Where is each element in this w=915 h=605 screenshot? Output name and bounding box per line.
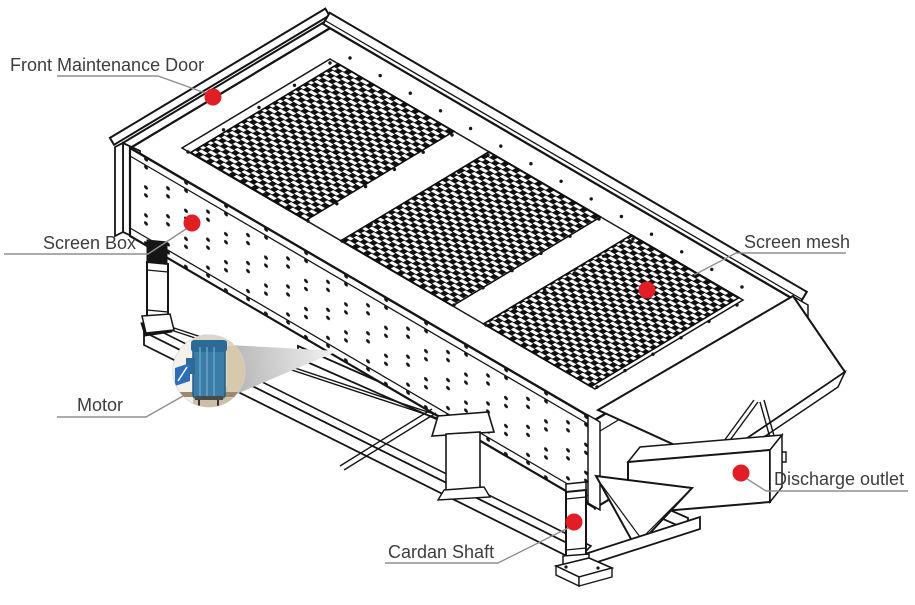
screen-mesh-panels: [188, 62, 741, 388]
bolt-dot: [421, 150, 425, 154]
bolt-dot: [595, 385, 599, 389]
bolt-dot: [257, 105, 261, 110]
marker-discharge-outlet: [732, 464, 750, 482]
label-cardan-shaft: Cardan Shaft: [388, 542, 494, 562]
part-markers: [183, 88, 750, 531]
bolt-dot: [529, 162, 533, 166]
cardan-shaft-left: [141, 239, 175, 334]
bolt-dot: [340, 239, 344, 243]
bolt-dot: [499, 144, 503, 148]
bolt-dot: [450, 133, 454, 137]
bolt-dot: [369, 222, 373, 226]
bolt-dot: [457, 170, 461, 174]
bolt-dot: [601, 254, 606, 258]
deck-bolt-dots: [186, 56, 744, 389]
deck-inner-frame: [180, 58, 745, 390]
corner-post: [587, 413, 601, 512]
marker-cardan-shaft: [565, 513, 583, 531]
bolt-dot: [680, 250, 684, 254]
marker-screen-box: [183, 214, 201, 232]
bolt-dot: [438, 109, 443, 113]
bolt-dot: [292, 83, 297, 88]
bolt-dot: [651, 352, 655, 356]
bolt-dot: [348, 56, 352, 60]
bolt-dot: [186, 150, 190, 154]
leader-motor: [57, 395, 184, 418]
bolt-dot: [510, 268, 514, 273]
bolt-dot: [378, 73, 382, 78]
bolt-dot: [589, 197, 593, 201]
bolt-dot: [398, 204, 403, 209]
leader-screen-box: [4, 226, 190, 255]
bolt-dot: [597, 217, 601, 221]
bolt-dot: [543, 288, 547, 293]
leader-screen-mesh: [693, 252, 846, 276]
bolt-dot: [572, 271, 576, 276]
label-front-maintenance-door: Front Maintenance Door: [10, 55, 204, 75]
bolt-dot: [408, 91, 412, 95]
motor-body: [192, 343, 226, 399]
bolt-dot: [559, 179, 563, 183]
leader-cardan-shaft: [385, 527, 569, 564]
bolt-dot: [306, 219, 310, 223]
bolt-dot: [623, 368, 627, 373]
center-pedestal: [430, 411, 496, 501]
bolt-dot: [707, 319, 711, 324]
bolt-dot: [221, 128, 226, 132]
label-screen-mesh: Screen mesh: [744, 232, 850, 252]
leader-front-maintenance-door: [57, 75, 212, 96]
bolt-dot: [335, 202, 339, 206]
bolt-dot: [513, 306, 518, 310]
bolt-dot: [484, 323, 488, 327]
bolt-dot: [679, 336, 683, 340]
bolt-dot: [740, 285, 744, 289]
callout-cone: [230, 345, 338, 395]
label-motor: Motor: [77, 395, 123, 415]
annotations: Front Maintenance Door Screen Box Screen…: [4, 55, 908, 564]
bolt-dot: [468, 126, 473, 131]
bolt-dot: [710, 267, 714, 272]
motor-cap: [191, 340, 227, 352]
bolt-dot: [392, 167, 397, 172]
bolt-dot: [539, 251, 543, 256]
bolt-dot: [649, 232, 654, 236]
cardan-shaft-foot: [553, 557, 615, 588]
screen-mesh-panel-1: [188, 62, 456, 222]
bolt-dot: [568, 234, 572, 238]
hopper-funnel-bottom: [594, 474, 695, 550]
bolt-dot: [631, 237, 635, 241]
bolt-dot: [619, 214, 624, 219]
screen-mesh-panel-2: [339, 150, 602, 307]
marker-front-maintenance-door: [204, 88, 222, 106]
bolt-dot: [481, 286, 485, 290]
discharge-hopper: [594, 294, 847, 550]
label-discharge-outlet: Discharge outlet: [774, 469, 904, 489]
label-screen-box: Screen Box: [43, 233, 136, 253]
leader-discharge-outlet: [743, 476, 908, 492]
bolt-dot: [452, 303, 456, 307]
bolt-dot: [735, 303, 739, 307]
bolt-dot: [328, 61, 332, 65]
screen-mesh-panel-3: [482, 234, 741, 388]
bolt-dot: [427, 187, 432, 192]
bolt-dot: [486, 153, 490, 157]
bolt-dot: [363, 184, 368, 189]
motor-callout: [172, 334, 338, 408]
marker-screen-mesh: [638, 281, 656, 299]
